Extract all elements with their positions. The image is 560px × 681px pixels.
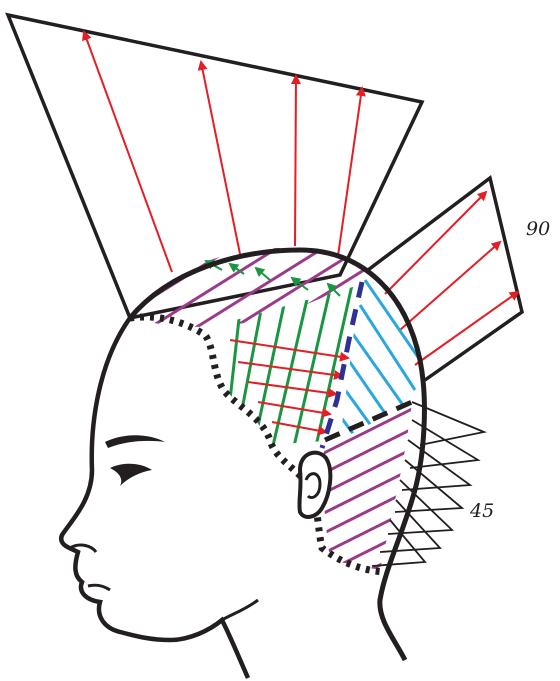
vertical-parting-line [322,282,362,448]
eye [110,464,152,486]
neck-front-line [222,600,258,620]
face-profile [61,318,248,678]
eyebrow [105,435,165,448]
angle-label-90: 90 [526,218,550,240]
top-elevation-arrows [84,32,362,272]
side-elevation-panel-90 [368,178,522,380]
angle-label-45: 45 [470,500,494,522]
mouth [88,585,110,590]
hairline-dotted [130,317,385,572]
ear [299,453,330,517]
nape-elevation-45-panels [372,402,484,566]
